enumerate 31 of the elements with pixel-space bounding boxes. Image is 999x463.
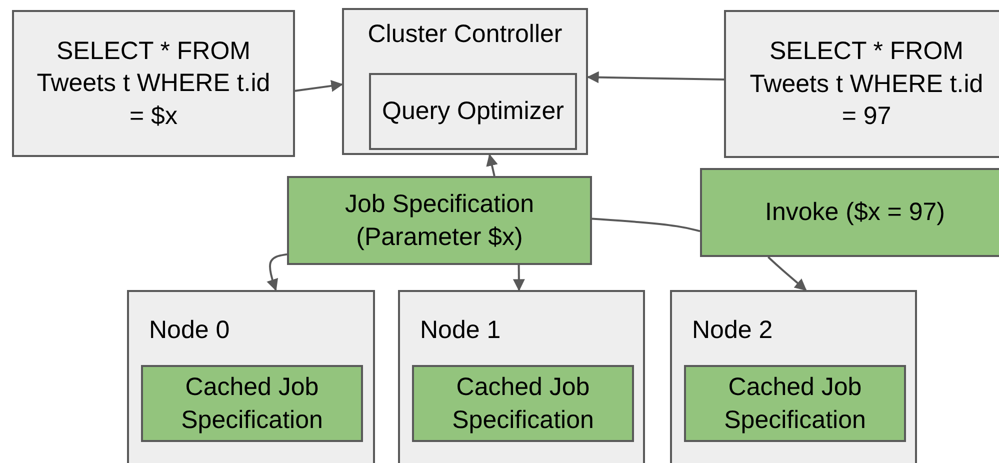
arrow xyxy=(768,256,807,291)
process-box xyxy=(127,290,375,463)
node-label: Node 2 xyxy=(692,315,773,346)
node-label: Invoke ($x = 97) xyxy=(765,197,945,228)
process-box xyxy=(12,10,295,157)
node-label: SELECT * FROM Tweets t WHERE t.id = 97 xyxy=(748,36,984,132)
node-label: Cached Job Specification xyxy=(180,372,324,436)
arrow xyxy=(586,71,724,84)
arrow xyxy=(294,80,344,92)
process-box xyxy=(369,73,577,150)
arrow xyxy=(266,253,288,292)
specification-box xyxy=(412,365,634,442)
node-label: Cluster Controller xyxy=(368,19,562,50)
node-label: Node 0 xyxy=(149,315,230,346)
node-label: Cached Job Specification xyxy=(451,372,595,436)
connector-line xyxy=(592,218,700,232)
specification-box xyxy=(684,365,906,442)
arrow xyxy=(486,154,498,176)
node-label: SELECT * FROM Tweets t WHERE t.id = $x xyxy=(36,36,271,132)
node-label: Query Optimizer xyxy=(382,96,564,128)
specification-box xyxy=(700,168,999,257)
arrow xyxy=(512,264,525,292)
specification-box xyxy=(287,176,592,265)
process-box xyxy=(670,290,917,463)
process-box xyxy=(342,8,588,155)
specification-box xyxy=(141,365,363,442)
node-label: Cached Job Specification xyxy=(723,372,867,436)
process-box xyxy=(398,290,645,463)
node-label: Job Specification (Parameter $x) xyxy=(344,189,535,252)
process-box xyxy=(724,10,999,158)
node-label: Node 1 xyxy=(420,315,501,346)
